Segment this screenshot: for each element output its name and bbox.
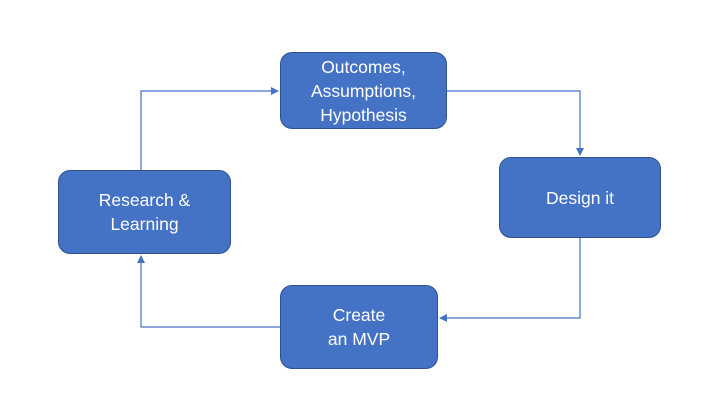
node-design-it: Design it [499, 157, 661, 238]
node-label-line: an MVP [327, 329, 391, 349]
node-label-line: Hypothesis [320, 104, 407, 125]
edge-research-to-outcomes [140, 87, 279, 170]
node-label-line: Create [332, 305, 386, 325]
edge-outcomes-to-design [447, 90, 584, 156]
node-label-line: Design it [545, 187, 615, 208]
node-outcomes-assumptions-hypothesis: Outcomes, Assumptions, Hypothesis [280, 52, 447, 129]
node-label-line: Outcomes, [321, 56, 406, 77]
node-research-learning: Research & Learning [58, 170, 231, 254]
edge-design-to-mvp [439, 238, 581, 322]
edge-mvp-to-research [137, 255, 280, 328]
node-label-line: Assumptions, [310, 80, 417, 101]
node-create-mvp: Create an MVP [280, 285, 438, 369]
node-label-line: Research & [98, 190, 191, 210]
node-label-line: Learning [110, 214, 179, 234]
